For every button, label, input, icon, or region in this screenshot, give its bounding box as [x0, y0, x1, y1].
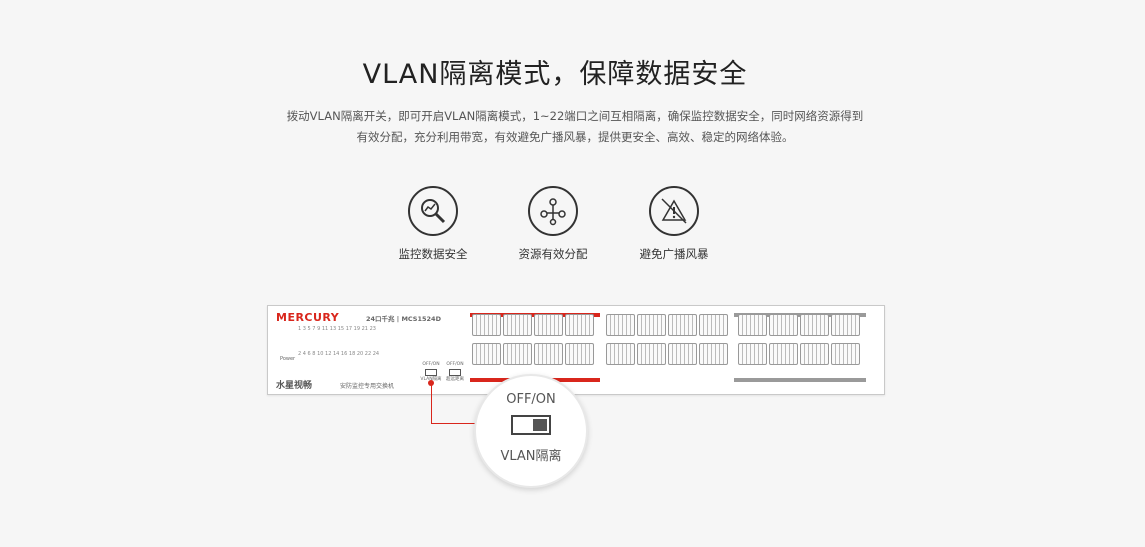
switch-label: OFF/ON: [422, 362, 440, 367]
led-row: 1 3 5 7 9 11 13 15 17 19 21 23: [298, 326, 376, 332]
ethernet-port: [668, 343, 697, 365]
callout-connector: [431, 423, 476, 424]
switch-label: OFF/ON: [446, 362, 464, 367]
feature-resource: 资源有效分配: [493, 186, 613, 262]
ethernet-port: [637, 343, 666, 365]
port-group-bar: [734, 378, 866, 382]
distance-switch[interactable]: OFF/ON 超远距离: [444, 362, 466, 382]
ethernet-port: [534, 343, 563, 365]
feature-label: 避免广播风暴: [639, 247, 709, 261]
ethernet-port: [503, 314, 532, 336]
ethernet-port: [565, 314, 594, 336]
ethernet-port: [831, 343, 860, 365]
ethernet-port: [769, 314, 798, 336]
brand-logo: MERCURY: [276, 311, 340, 324]
ethernet-port: [699, 314, 728, 336]
ethernet-port: [472, 314, 501, 336]
ethernet-port: [738, 314, 767, 336]
feature-label: 资源有效分配: [518, 247, 588, 261]
switch-device: MERCURY 24口千兆 | MCS1524D 1 3 5 7 9 11 13…: [267, 305, 885, 395]
callout-label: VLAN隔离: [500, 449, 562, 464]
ethernet-port: [769, 343, 798, 365]
ethernet-port: [800, 343, 829, 365]
toggle-knob: [533, 419, 547, 431]
switch-sublabel: 超远距离: [446, 377, 464, 382]
feature-monitoring: 监控数据安全: [373, 186, 493, 262]
ethernet-port: [668, 314, 697, 336]
ethernet-port: [800, 314, 829, 336]
ethernet-port: [699, 343, 728, 365]
port-group-1: [472, 314, 594, 365]
vlan-switch[interactable]: OFF/ON VLAN隔离: [420, 362, 442, 382]
brand-sub: 安防监控专用交换机: [340, 383, 395, 390]
ethernet-port: [637, 314, 666, 336]
feature-label: 监控数据安全: [398, 247, 468, 261]
callout-connector: [431, 383, 432, 424]
page-title: VLAN隔离模式，保障数据安全: [362, 59, 748, 90]
network-nodes-icon: [528, 186, 578, 236]
port-group-2: [606, 314, 728, 365]
switch-toggle[interactable]: [425, 369, 437, 376]
vlan-callout: OFF/ON VLAN隔离: [474, 374, 588, 488]
warning-prohibited-icon: [649, 186, 699, 236]
ethernet-port: [472, 343, 501, 365]
ethernet-port: [606, 343, 635, 365]
port-group-3: [738, 314, 860, 365]
ethernet-port: [606, 314, 635, 336]
ethernet-port: [565, 343, 594, 365]
callout-dot: [428, 380, 434, 386]
description: 拨动VLAN隔离开关，即可开启VLAN隔离模式，1~22端口之间互相隔离，确保监…: [286, 109, 864, 144]
switch-toggle[interactable]: [449, 369, 461, 376]
brand-cn: 水星视畅: [276, 381, 313, 391]
ethernet-port: [503, 343, 532, 365]
callout-state: OFF/ON: [506, 392, 556, 407]
switch-sublabel: VLAN隔离: [420, 376, 442, 382]
magnifier-chart-icon: [408, 186, 458, 236]
ethernet-port: [831, 314, 860, 336]
ethernet-port: [738, 343, 767, 365]
model-label: 24口千兆 | MCS1524D: [366, 315, 441, 323]
led-row: 2 4 6 8 10 12 14 16 18 20 22 24: [298, 351, 380, 357]
feature-broadcast: 避免广播风暴: [614, 186, 734, 262]
power-label: Power: [280, 356, 296, 362]
ethernet-port: [534, 314, 563, 336]
toggle-switch-icon: [511, 415, 551, 435]
led-panel: 1 3 5 7 9 11 13 15 17 19 21 23 2 4 6 8 1…: [288, 326, 379, 358]
